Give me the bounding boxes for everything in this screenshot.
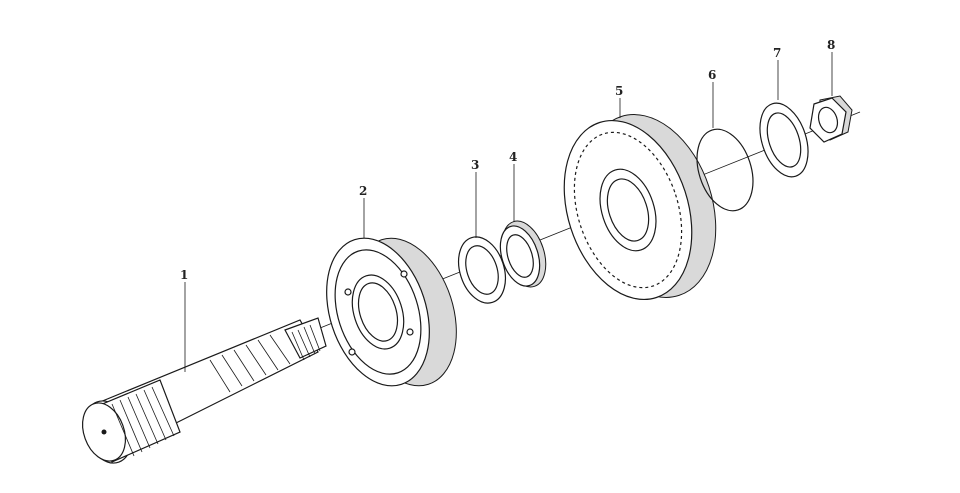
- part-3-thrust-ring: [457, 236, 507, 304]
- leader-lines: [184, 52, 833, 372]
- part-8-hex-nut: [809, 95, 853, 143]
- callout-8: 8: [827, 38, 835, 52]
- callout-1: 1: [180, 268, 188, 282]
- callout-2: 2: [359, 184, 367, 198]
- callout-4: 4: [509, 150, 517, 164]
- callout-6: 6: [708, 68, 716, 82]
- part-5-gear: [563, 114, 717, 301]
- part-7-washer: [759, 102, 809, 178]
- callout-7: 7: [773, 46, 781, 60]
- callout-3: 3: [471, 158, 479, 172]
- part-4-needle-bearing: [499, 220, 547, 288]
- part-2-synchronizer-hub: [326, 237, 457, 387]
- part-6-snap-ring: [696, 128, 754, 212]
- callout-5: 5: [615, 84, 623, 98]
- part-1-splined-shaft: [81, 317, 327, 464]
